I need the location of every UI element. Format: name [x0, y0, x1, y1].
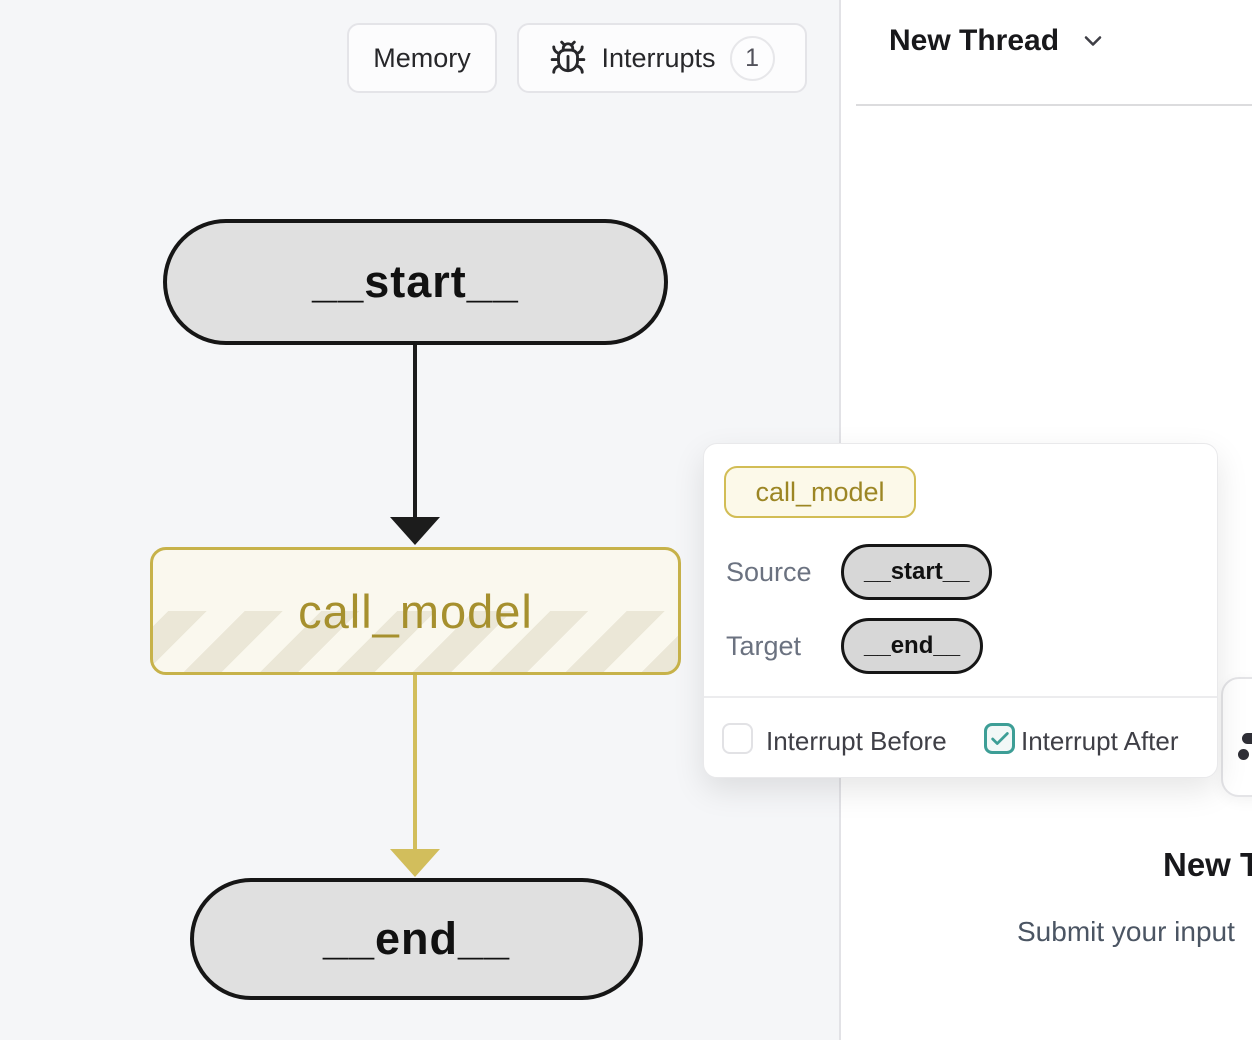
panel-header-divider — [856, 104, 1252, 106]
thread-title: New Thread — [889, 24, 1060, 57]
edge-callmodel-to-end — [413, 675, 417, 849]
memory-button-label: Memory — [373, 42, 471, 73]
thread-menu-button[interactable]: New Thread — [889, 24, 1107, 58]
checkmark-icon — [990, 731, 1009, 745]
graph-canvas[interactable]: Memory Interrupts 1 __start__ — [0, 0, 841, 1040]
source-value: __start__ — [864, 558, 970, 585]
target-label: Target — [726, 631, 802, 661]
graph-node-start-label: __start__ — [312, 256, 519, 307]
source-value-pill: __start__ — [841, 544, 993, 600]
interrupts-count-badge: 1 — [729, 35, 775, 81]
edge-start-to-callmodel — [413, 345, 417, 517]
interrupt-before-checkbox[interactable] — [722, 723, 753, 754]
interrupts-button[interactable]: Interrupts 1 — [517, 23, 807, 93]
interrupts-button-label: Interrupts — [601, 42, 716, 73]
bug-icon — [549, 39, 587, 77]
source-label: Source — [726, 557, 812, 587]
empty-state-title: New Thread — [1163, 846, 1252, 883]
graph-node-call-model[interactable]: call_model — [150, 547, 681, 675]
node-details-popover: call_model Source __start__ Target __end… — [703, 443, 1218, 778]
target-value: __end__ — [864, 632, 961, 659]
edge-callmodel-arrowhead-icon — [390, 849, 440, 877]
target-value-pill: __end__ — [841, 618, 984, 674]
node-badge-label: call_model — [755, 476, 885, 507]
memory-button[interactable]: Memory — [347, 23, 497, 93]
interrupt-before-label: Interrupt Before — [766, 726, 947, 756]
thread-actions-button[interactable] — [1221, 677, 1252, 797]
graph-node-call-model-label: call_model — [298, 584, 533, 638]
node-badge: call_model — [724, 466, 916, 518]
chevron-down-icon — [1079, 27, 1107, 55]
popover-footer-divider — [704, 696, 1217, 698]
route-icon — [1238, 731, 1252, 767]
empty-state-subtitle: Submit your input — [1017, 916, 1235, 947]
graph-node-end[interactable]: __end__ — [190, 878, 643, 1000]
graph-node-end-label: __end__ — [322, 913, 511, 964]
interrupt-after-label: Interrupt After — [1021, 726, 1179, 756]
graph-node-start[interactable]: __start__ — [163, 219, 668, 345]
interrupt-after-checkbox[interactable] — [984, 723, 1015, 754]
edge-start-arrowhead-icon — [390, 517, 440, 545]
